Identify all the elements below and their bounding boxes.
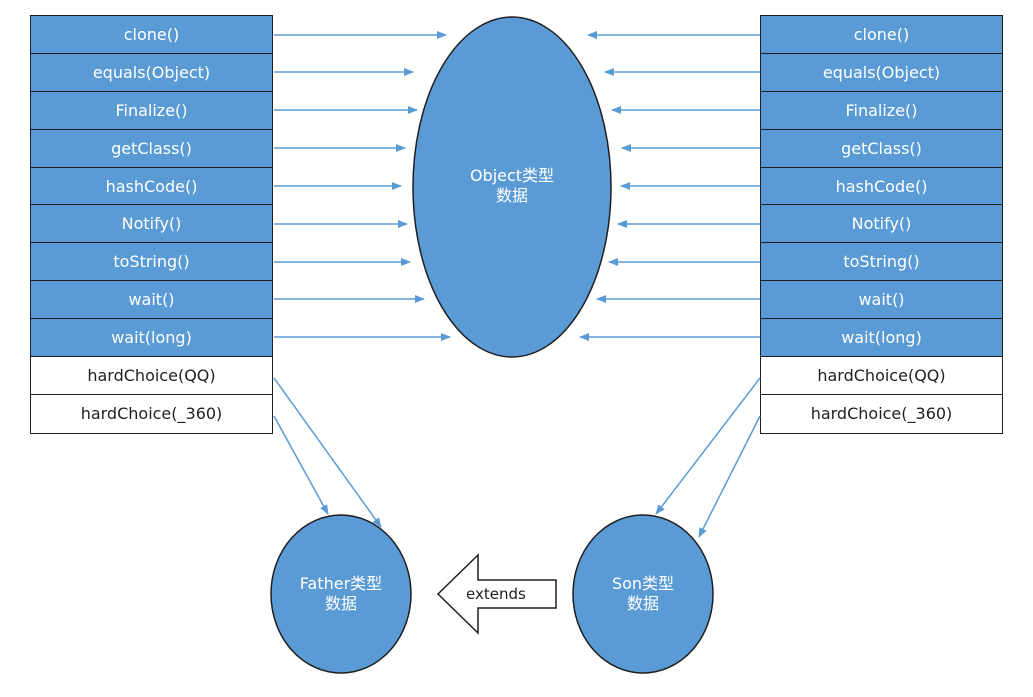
method-row: wait() (761, 281, 1002, 320)
right-method-table: clone() equals(Object) Finalize() getCla… (760, 15, 1003, 434)
son-node-label-line2: 数据 (626, 594, 659, 613)
method-row: hardChoice(QQ) (761, 357, 1002, 395)
father-node-label: Father类型 数据 (271, 574, 411, 614)
method-row: clone() (31, 16, 272, 54)
extends-arrow (436, 553, 557, 635)
method-row: wait(long) (761, 319, 1002, 358)
father-node-label-line2: 数据 (324, 594, 357, 613)
method-row: hashCode() (31, 167, 272, 206)
method-row: toString() (31, 243, 272, 282)
method-row: hardChoice(QQ) (31, 357, 272, 395)
method-row: getClass() (31, 129, 272, 168)
method-row: toString() (761, 243, 1002, 282)
arrow-left-hardchoice-360 (273, 415, 329, 515)
method-row: hardChoice(_360) (761, 394, 1002, 433)
method-row: hardChoice(_360) (31, 394, 272, 433)
object-node-label-line2: 数据 (495, 186, 528, 205)
father-node-label-line1: Father类型 (299, 574, 383, 593)
arrow-right-hardchoice-360 (698, 415, 761, 538)
method-row: Finalize() (761, 91, 1002, 130)
father-node (270, 514, 412, 674)
method-row: wait() (31, 281, 272, 320)
method-row: clone() (761, 16, 1002, 54)
method-row: equals(Object) (761, 53, 1002, 92)
son-node (572, 514, 714, 674)
son-node-label: Son类型 数据 (573, 574, 713, 614)
right-arrows (579, 31, 761, 538)
object-node-label-line1: Object类型 (469, 166, 555, 185)
left-arrows (273, 31, 451, 528)
method-row: Notify() (31, 205, 272, 244)
arrow-left-hardchoice-qq (273, 377, 382, 528)
object-node (412, 16, 612, 358)
method-row: equals(Object) (31, 53, 272, 92)
method-row: Notify() (761, 205, 1002, 244)
object-node-label: Object类型 数据 (442, 166, 582, 206)
method-row: hashCode() (761, 167, 1002, 206)
method-row: getClass() (761, 129, 1002, 168)
method-row: Finalize() (31, 91, 272, 130)
method-row: wait(long) (31, 319, 272, 358)
left-method-table: clone() equals(Object) Finalize() getCla… (30, 15, 273, 434)
arrow-right-hardchoice-qq (655, 377, 761, 515)
son-node-label-line1: Son类型 (611, 574, 675, 593)
extends-label: extends (466, 585, 526, 603)
